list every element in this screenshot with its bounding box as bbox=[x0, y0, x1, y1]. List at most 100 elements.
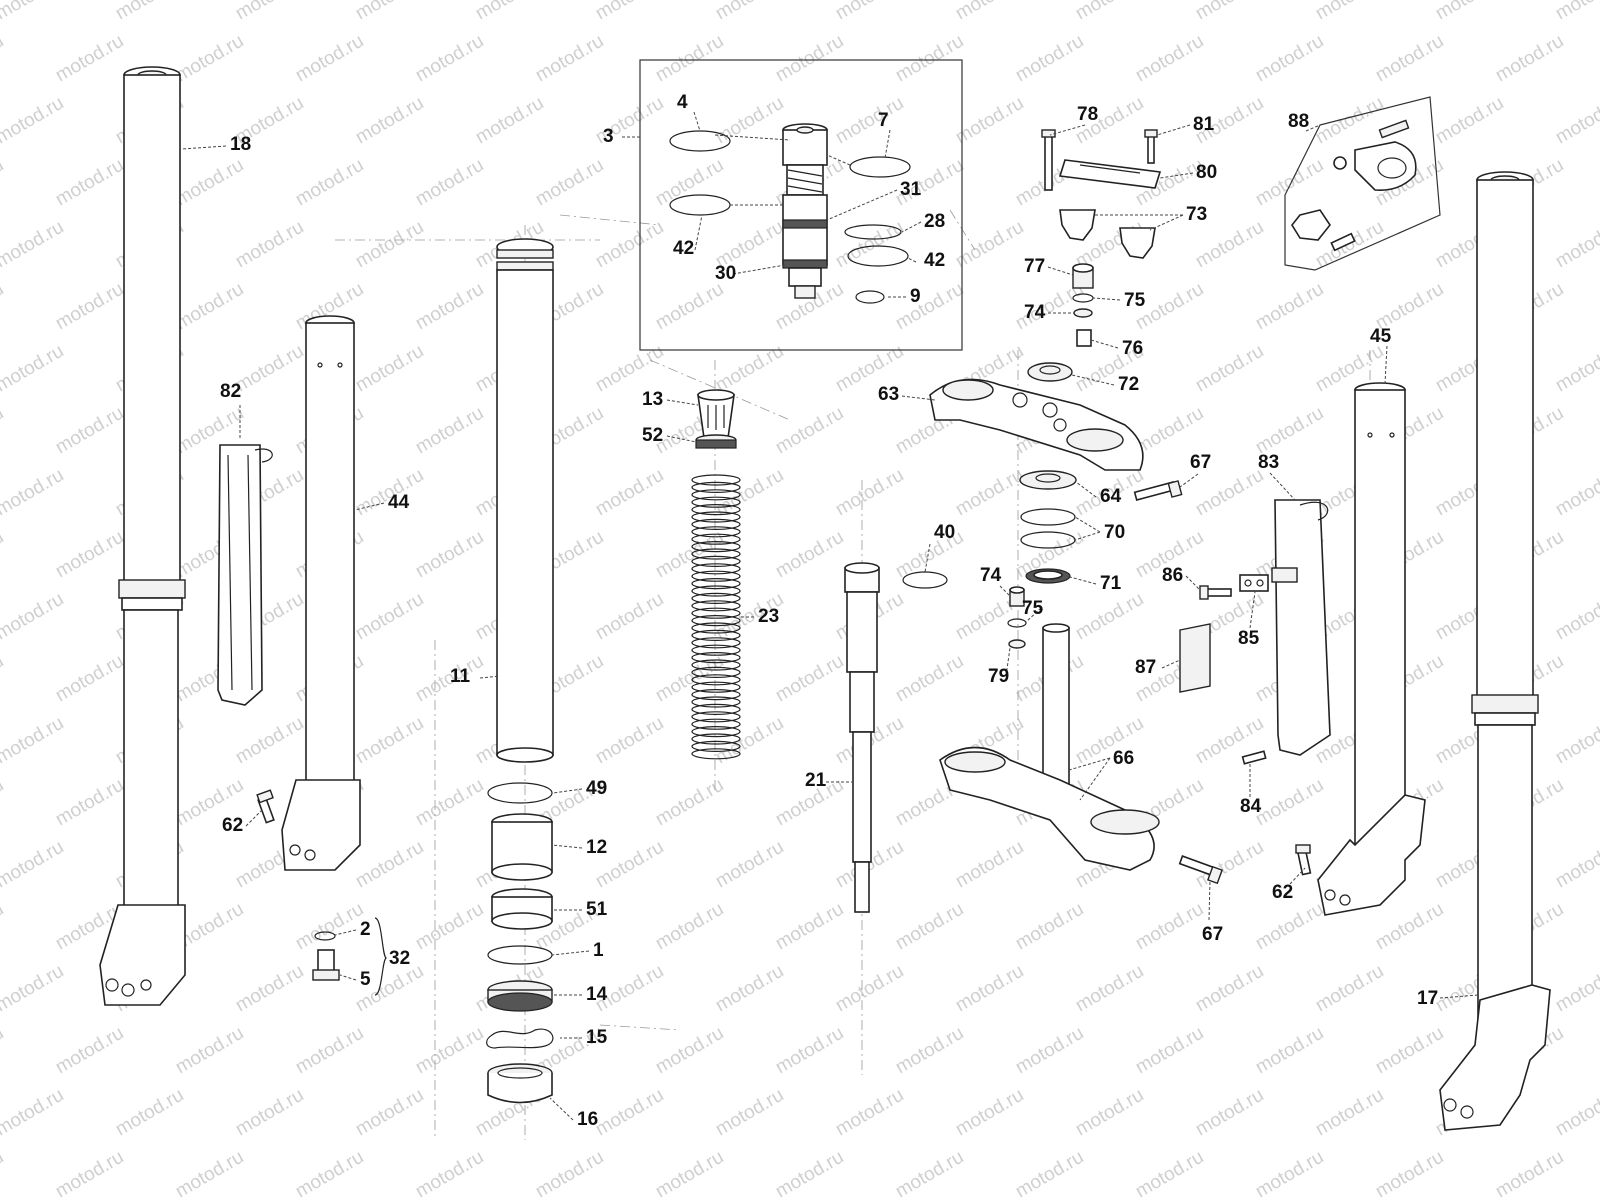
watermark-text: motod.ru bbox=[712, 341, 787, 397]
watermark-text: motod.ru bbox=[892, 651, 967, 707]
fork-leg-left-18 bbox=[99, 66, 186, 1006]
leader-line bbox=[1069, 576, 1097, 585]
watermark-text: motod.ru bbox=[652, 279, 727, 335]
leader-line bbox=[551, 844, 583, 849]
watermark-text: motod.ru bbox=[1192, 961, 1267, 1017]
leader-line bbox=[1185, 575, 1201, 591]
part-label-62-right: 62 bbox=[1272, 882, 1293, 903]
detail-box-88 bbox=[1284, 96, 1441, 271]
part-label-67-upper: 67 bbox=[1190, 452, 1211, 473]
lower-triple-clamp-66 bbox=[939, 586, 1223, 885]
leader-line bbox=[694, 214, 703, 251]
watermark-text: motod.ru bbox=[1192, 0, 1267, 24]
watermark-text: motod.ru bbox=[952, 1085, 1027, 1141]
spring-coil bbox=[691, 555, 741, 568]
watermark-text: motod.ru bbox=[772, 1023, 847, 1079]
leader-line bbox=[1047, 266, 1074, 276]
watermark-text: motod.ru bbox=[772, 403, 847, 459]
leader-line bbox=[549, 1097, 574, 1121]
watermark-text: motod.ru bbox=[172, 31, 247, 87]
part-label-63: 63 bbox=[878, 384, 899, 405]
watermark-text: motod.ru bbox=[1252, 279, 1327, 335]
leader-line bbox=[1074, 531, 1101, 541]
watermark-text: motod.ru bbox=[0, 527, 7, 583]
watermark-text: motod.ru bbox=[652, 1147, 727, 1200]
spring-coil bbox=[691, 651, 741, 664]
leader-line bbox=[1156, 124, 1191, 136]
part-label-7: 7 bbox=[878, 110, 889, 131]
watermark-text: motod.ru bbox=[1552, 465, 1600, 521]
part-label-51: 51 bbox=[586, 899, 608, 920]
watermark-text: motod.ru bbox=[0, 93, 67, 149]
watermark-text: motod.ru bbox=[0, 465, 67, 521]
watermark-text: motod.ru bbox=[1252, 403, 1327, 459]
watermark-text: motod.ru bbox=[412, 775, 487, 831]
watermark-text: motod.ru bbox=[592, 465, 667, 521]
leader-line bbox=[1208, 879, 1211, 921]
part-label-87: 87 bbox=[1135, 657, 1156, 678]
watermark-text: motod.ru bbox=[532, 155, 607, 211]
spring-coil bbox=[691, 570, 741, 582]
watermark-text: motod.ru bbox=[1552, 0, 1600, 24]
watermark-text: motod.ru bbox=[1252, 1023, 1327, 1079]
watermark-text: motod.ru bbox=[832, 1085, 907, 1141]
leader-lines bbox=[181, 111, 1479, 1121]
part-label-77: 77 bbox=[1024, 256, 1045, 277]
watermark-text: motod.ru bbox=[532, 31, 607, 87]
part-label-74-lower: 74 bbox=[980, 565, 1002, 586]
leader-line bbox=[1075, 481, 1097, 498]
watermark-text: motod.ru bbox=[0, 775, 7, 831]
watermark-text: motod.ru bbox=[532, 1147, 607, 1200]
watermark-text: motod.ru bbox=[1552, 341, 1600, 397]
watermark-text: motod.ru bbox=[0, 403, 7, 459]
watermark-text: motod.ru bbox=[0, 589, 67, 645]
watermark-text: motod.ru bbox=[1372, 899, 1447, 955]
spring-coil bbox=[691, 681, 741, 693]
watermark-text: motod.ru bbox=[0, 713, 67, 769]
watermark-text: motod.ru bbox=[772, 651, 847, 707]
leader-line bbox=[901, 221, 922, 233]
part-label-62-left: 62 bbox=[222, 815, 243, 836]
watermark-text: motod.ru bbox=[232, 0, 307, 24]
watermark-text: motod.ru bbox=[412, 1147, 487, 1200]
watermark-text: motod.ru bbox=[1072, 589, 1147, 645]
watermark-text: motod.ru bbox=[652, 899, 727, 955]
part-label-76: 76 bbox=[1122, 338, 1143, 359]
watermark-text: motod.ru bbox=[712, 0, 787, 24]
part-label-18: 18 bbox=[230, 134, 251, 155]
watermark-text: motod.ru bbox=[1312, 1085, 1387, 1141]
spring-coil bbox=[691, 585, 741, 597]
watermark-text: motod.ru bbox=[232, 1085, 307, 1141]
watermark-text: motod.ru bbox=[832, 961, 907, 1017]
watermark-text: motod.ru bbox=[712, 93, 787, 149]
part-label-16: 16 bbox=[577, 1109, 598, 1130]
watermark-text: motod.ru bbox=[292, 31, 367, 87]
watermark-text: motod.ru bbox=[1312, 0, 1387, 24]
part-labels: 18 82 44 62 2 32 5 11 49 12 51 1 14 15 1… bbox=[220, 92, 1438, 1130]
watermark-text: motod.ru bbox=[0, 31, 7, 87]
fork-slider-right-45 bbox=[1295, 382, 1426, 916]
watermark-text: motod.ru bbox=[0, 1085, 67, 1141]
part-label-73: 73 bbox=[1186, 204, 1207, 225]
spring-coil bbox=[691, 614, 741, 627]
watermark-text: motod.ru bbox=[412, 279, 487, 335]
leader-line bbox=[666, 399, 699, 406]
spring-coil bbox=[691, 696, 741, 708]
spring-coil bbox=[691, 674, 741, 686]
watermark-text: motod.ru bbox=[0, 0, 67, 24]
watermark-text: motod.ru bbox=[652, 775, 727, 831]
part-label-30: 30 bbox=[715, 263, 736, 284]
watermark-text: motod.ru bbox=[292, 899, 367, 955]
spring-coil bbox=[691, 622, 741, 634]
watermark-text: motod.ru bbox=[1132, 899, 1207, 955]
watermark-text: motod.ru bbox=[1372, 1147, 1447, 1200]
leader-line bbox=[1384, 345, 1388, 385]
watermark-text: motod.ru bbox=[772, 1147, 847, 1200]
watermark-text: motod.ru bbox=[352, 713, 427, 769]
leader-line bbox=[181, 145, 227, 150]
spring-coil bbox=[691, 644, 741, 656]
watermark-text: motod.ru bbox=[172, 155, 247, 211]
part-label-9: 9 bbox=[910, 286, 921, 307]
watermark-text: motod.ru bbox=[232, 341, 307, 397]
part-label-81: 81 bbox=[1193, 114, 1215, 135]
